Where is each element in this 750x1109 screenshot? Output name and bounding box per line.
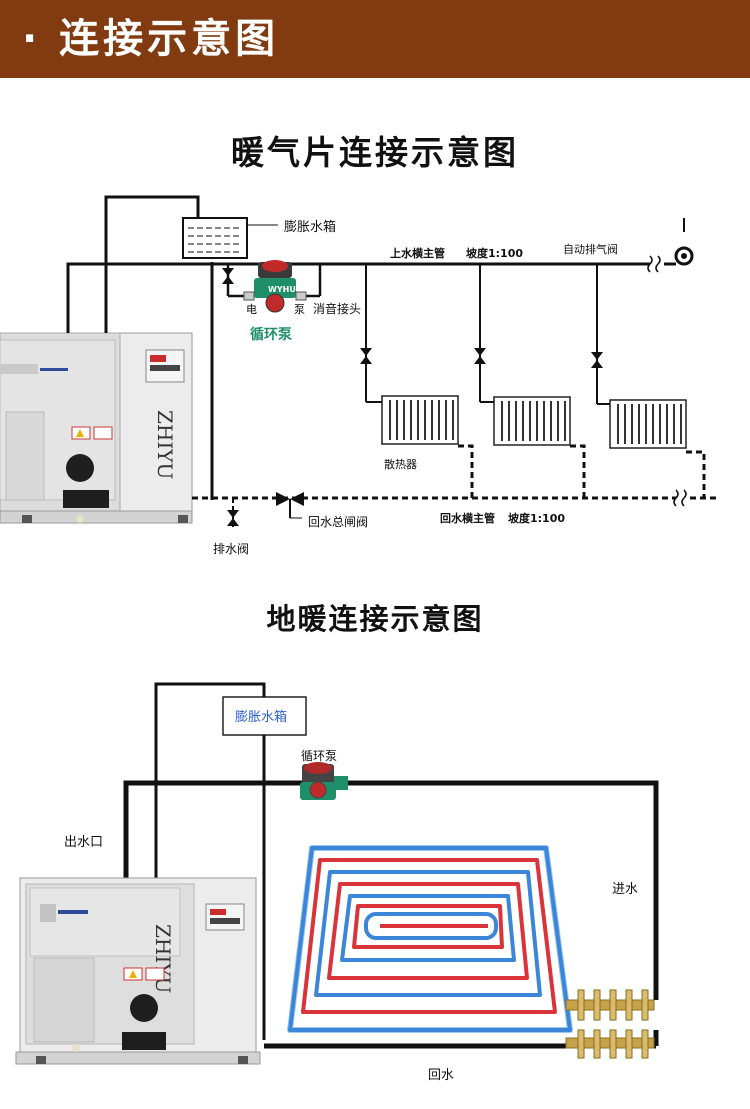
boiler-unit-top: ZHIYU bbox=[0, 332, 193, 524]
circulation-pump-label: 循环泵 bbox=[250, 326, 292, 343]
radiator-diagram: ZHIYU 膨胀水箱 bbox=[0, 195, 720, 556]
floor-heating-diagram: 膨胀水箱 循环泵 出水口 进水 回水 bbox=[15, 682, 659, 1083]
manifold bbox=[565, 989, 655, 1059]
pump-suffix-label: 泵 bbox=[294, 303, 305, 316]
return-master-valve bbox=[276, 492, 304, 519]
radiator-3 bbox=[609, 399, 687, 449]
expansion-tank bbox=[182, 217, 278, 259]
circulation-pump-label-2: 循环泵 bbox=[301, 749, 337, 763]
return-valve-label: 回水总闸阀 bbox=[308, 515, 368, 529]
boiler-brand-text-2: ZHIYU bbox=[151, 924, 175, 993]
section-header: · 连接示意图 bbox=[0, 0, 750, 78]
floor-heating-diagram-title: 地暖连接示意图 bbox=[266, 602, 484, 636]
return-slope-label: 坡度1:100 bbox=[508, 511, 565, 525]
auto-vent-label: 自动排气阀 bbox=[563, 242, 618, 256]
radiator-2 bbox=[493, 396, 571, 446]
radiator-diagram-title: 暖气片连接示意图 bbox=[231, 133, 519, 172]
radiator-label: 散热器 bbox=[384, 457, 417, 471]
electric-pump-label: 电 bbox=[246, 303, 257, 316]
silencer-joint-label: 消音接头 bbox=[313, 301, 361, 316]
section-title: · 连接示意图 bbox=[22, 16, 280, 62]
pump-brand-text: WYHU bbox=[268, 285, 296, 294]
expansion-tank-label: 膨胀水箱 bbox=[284, 219, 336, 235]
radiator-1 bbox=[381, 395, 459, 445]
floor-circulation-pump bbox=[300, 762, 348, 800]
drain-valve-label: 排水阀 bbox=[213, 542, 249, 556]
floor-heating-coil bbox=[287, 845, 573, 1033]
inlet-label: 进水 bbox=[612, 882, 638, 897]
supply-main-label: 上水横主管 bbox=[390, 246, 445, 260]
supply-slope-label: 坡度1:100 bbox=[466, 246, 523, 260]
return-main-label: 回水横主管 bbox=[440, 511, 495, 525]
circulation-pump: WYHU bbox=[222, 260, 322, 313]
return-pipes bbox=[192, 444, 720, 500]
outlet-label: 出水口 bbox=[64, 835, 103, 850]
radiator-drops bbox=[360, 264, 614, 405]
boiler-unit-bottom: ZHIYU bbox=[15, 877, 261, 1065]
return-label: 回水 bbox=[428, 1068, 454, 1083]
expansion-tank-box bbox=[222, 696, 307, 736]
boiler-brand-text: ZHIYU bbox=[153, 410, 177, 479]
expansion-tank-label-2: 膨胀水箱 bbox=[235, 709, 287, 725]
